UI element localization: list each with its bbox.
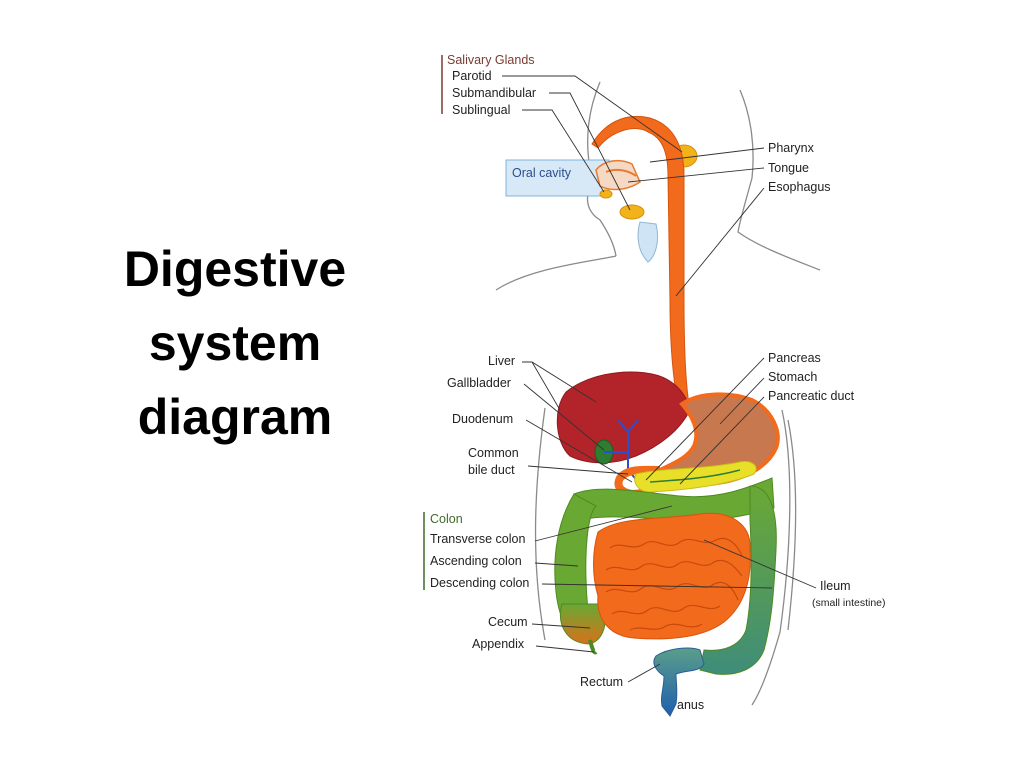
title-line-1: Digestive <box>123 241 347 297</box>
label-ileum: Ileum <box>820 579 851 593</box>
transverse-colon <box>573 477 775 521</box>
rectum <box>653 647 705 717</box>
title-line-3: diagram <box>137 389 333 445</box>
trachea <box>637 221 659 263</box>
label-duodenum: Duodenum <box>452 412 513 426</box>
title-line-2: system <box>148 315 322 371</box>
appendix <box>588 639 598 655</box>
pancreas <box>634 461 757 493</box>
oral-cavity-box <box>505 159 610 197</box>
mouth <box>595 159 641 191</box>
label-esophagus: Esophagus <box>768 180 831 194</box>
label-submandibular: Submandibular <box>452 86 536 100</box>
liver <box>556 371 691 464</box>
label-ileum-note: (small intestine) <box>812 597 886 609</box>
small-intestine <box>593 512 751 640</box>
submandibular-gland <box>619 204 645 220</box>
label-pancreatic-duct: Pancreatic duct <box>768 389 855 403</box>
body-outline <box>495 81 821 706</box>
label-colon: Colon <box>430 512 463 526</box>
label-common-bile-duct-1: Common <box>468 446 519 460</box>
label-transverse-colon: Transverse colon <box>430 532 525 546</box>
label-anus: anus <box>677 698 704 712</box>
label-pharynx: Pharynx <box>768 141 815 155</box>
slide-title: Digestive system diagram <box>95 232 375 454</box>
label-sublingual: Sublingual <box>452 103 510 117</box>
label-cecum: Cecum <box>488 615 528 629</box>
label-salivary-glands: Salivary Glands <box>447 53 535 67</box>
labels: Salivary Glands Parotid Submandibular Su… <box>430 53 886 712</box>
label-liver: Liver <box>488 354 515 368</box>
label-descending-colon: Descending colon <box>430 576 529 590</box>
descending-colon <box>699 485 777 675</box>
colon <box>554 477 777 675</box>
leader-lines <box>423 55 817 683</box>
label-rectum: Rectum <box>580 675 623 689</box>
label-gallbladder: Gallbladder <box>447 376 511 390</box>
sublingual-gland <box>599 189 613 199</box>
label-appendix: Appendix <box>472 637 525 651</box>
label-ascending-colon: Ascending colon <box>430 554 522 568</box>
label-common-bile-duct-2: bile duct <box>468 463 515 477</box>
label-parotid: Parotid <box>452 69 492 83</box>
label-stomach: Stomach <box>768 370 817 384</box>
label-pancreas: Pancreas <box>768 351 821 365</box>
label-oral-cavity: Oral cavity <box>512 166 572 180</box>
label-tongue: Tongue <box>768 161 809 175</box>
